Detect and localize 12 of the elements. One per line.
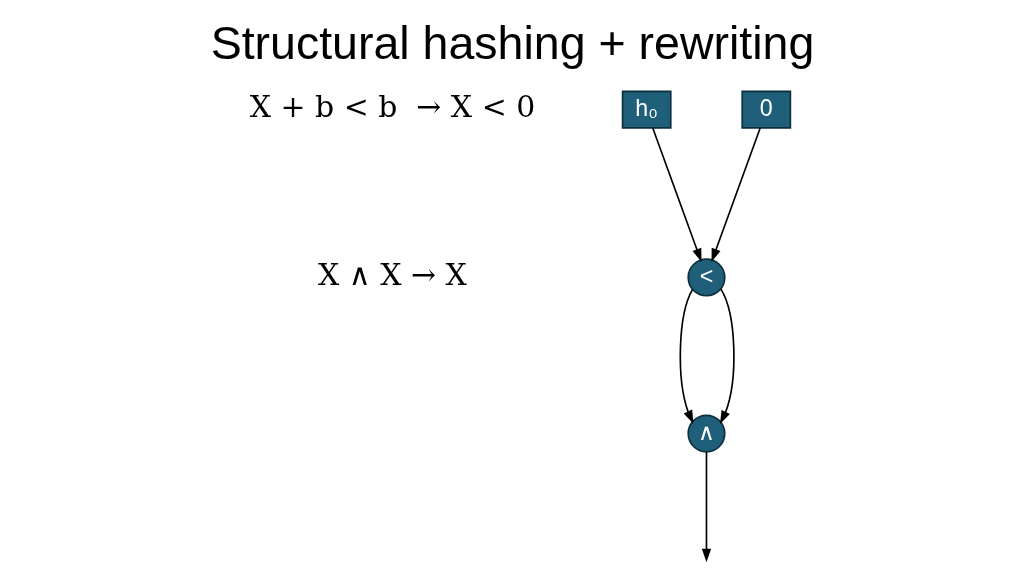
arrow <box>679 288 693 424</box>
arrow <box>701 451 711 563</box>
arrow <box>719 288 735 424</box>
arrow <box>651 127 701 262</box>
arrow <box>711 127 761 262</box>
node-box: h₀ <box>621 90 672 129</box>
node-circle: ∧ <box>686 414 726 453</box>
label: X ∧ X → X <box>317 256 467 292</box>
node-circle: < <box>686 258 726 297</box>
diagram-title: Structural hashing + rewriting <box>210 16 814 69</box>
label: X + b < b → X < 0 <box>249 88 535 124</box>
node-box: 0 <box>740 90 791 129</box>
